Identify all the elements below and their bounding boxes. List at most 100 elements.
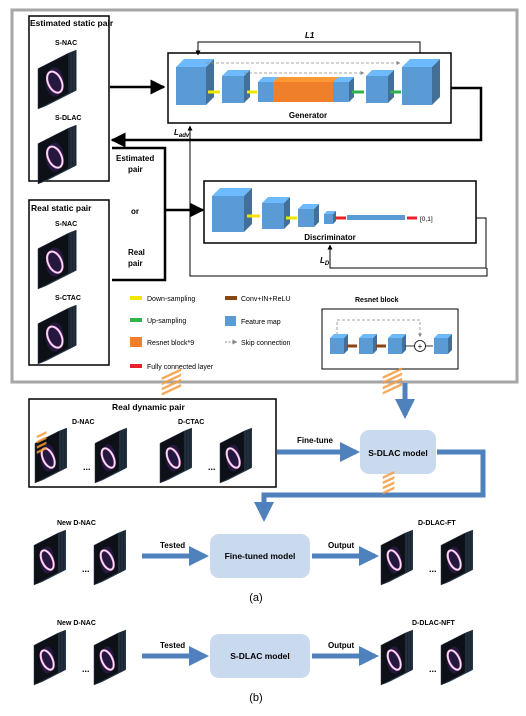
adv-feedback-line	[187, 125, 488, 277]
l1-loop	[195, 41, 421, 56]
cube-side-face	[388, 70, 394, 103]
new-d-nac-2-stack-2	[93, 629, 126, 686]
legend-feature-label: Feature map	[241, 319, 281, 326]
s-nac-label: S-NAC	[55, 40, 77, 47]
cube-front-face	[388, 338, 402, 354]
ellipsis-3: ...	[82, 564, 90, 574]
discriminator-label: Discriminator	[304, 233, 356, 242]
s-ctac-label: S-CTAC	[55, 295, 81, 302]
cube-top-face	[222, 70, 250, 76]
l1-label: L1	[305, 31, 315, 40]
real-pair-label-2: pair	[128, 259, 143, 268]
cube-top-face	[262, 197, 290, 203]
resnet-skip-line	[336, 319, 422, 338]
d-dlac-ft-stack-1	[380, 367, 413, 586]
myocardium-highlight	[46, 146, 63, 169]
fine-tune-label: Fine-tune	[297, 436, 334, 445]
cube-side-face	[244, 188, 252, 232]
ld-loop	[327, 217, 487, 269]
legend-down-label: Down-sampling	[147, 296, 195, 303]
cube-front-face	[258, 82, 274, 102]
d-ctac-stack-2	[219, 427, 252, 484]
resnet-cube-2	[359, 334, 377, 354]
cube-top-face	[212, 188, 252, 196]
cube-top-face	[273, 77, 338, 82]
disc-feature-map-1	[212, 188, 252, 232]
s-nac-2-image-stack	[37, 229, 77, 290]
cube-front-face	[176, 67, 206, 105]
cube-top-face	[324, 211, 336, 214]
real-static-pair-label: Real static pair	[31, 203, 92, 213]
generator-label: Generator	[289, 111, 327, 120]
resnet-cube-3	[388, 334, 406, 354]
hot-band	[36, 431, 47, 439]
cube-top-face	[366, 70, 394, 76]
cube-front-face	[212, 196, 244, 232]
gen-feature-map-1	[176, 59, 214, 105]
cube-top-face	[298, 204, 319, 209]
hot-band	[382, 476, 395, 485]
fine-tuned-model-box	[210, 534, 310, 578]
tested-2-label: Tested	[160, 641, 185, 650]
myocardium-highlight	[40, 549, 55, 571]
estimated-pair-label-2: pair	[128, 165, 143, 174]
myocardium-highlight	[46, 251, 63, 274]
or-label: or	[131, 207, 139, 216]
heart-glow	[226, 444, 241, 472]
hot-band	[382, 470, 395, 479]
new-d-nac-1-stack-2	[93, 529, 126, 586]
disc-feature-map-4	[324, 211, 336, 224]
gen-feature-map-5	[366, 70, 394, 103]
output-2-label: Output	[328, 641, 355, 650]
legend-conv-label: Conv+IN+ReLU	[241, 296, 290, 303]
fine-tuned-model-label: Fine-tuned model	[225, 551, 296, 561]
legend-feature-swatch	[225, 316, 236, 326]
d-dlac-nft-stack-2	[440, 629, 473, 686]
gen-resnet-block	[273, 77, 338, 102]
myocardium-highlight	[447, 549, 462, 571]
d-dlac-nft-label: D-DLAC-NFT	[412, 620, 455, 627]
s-nac-image-stack	[37, 49, 77, 110]
cube-top-face	[402, 59, 440, 67]
heart-glow	[40, 646, 55, 674]
heart-glow	[41, 444, 56, 472]
myocardium-highlight	[447, 649, 462, 671]
cube-side-face	[432, 59, 440, 105]
cube-front-face	[359, 338, 373, 354]
hot-band	[36, 441, 47, 449]
cube-side-face	[402, 334, 406, 354]
panel-b-label: (b)	[249, 692, 262, 704]
new-d-nac-1-label: New D-NAC	[57, 520, 96, 527]
myocardium-highlight	[387, 649, 402, 671]
hot-band	[161, 373, 182, 386]
cube-top-face	[388, 334, 406, 338]
cube-front-face	[333, 82, 349, 102]
cube-side-face	[448, 334, 452, 354]
heart-glow	[387, 646, 402, 674]
myocardium-highlight	[387, 549, 402, 571]
cube-side-face	[206, 59, 214, 105]
hot-band	[161, 383, 182, 396]
new-d-nac-1-stack-1	[33, 529, 66, 586]
cube-front-face	[273, 82, 333, 102]
heart-glow	[101, 444, 116, 472]
cube-side-face	[344, 334, 348, 354]
myocardium-highlight	[166, 447, 181, 469]
ellipsis-5: ...	[82, 664, 90, 674]
cube-side-face	[373, 334, 377, 354]
myocardium-highlight	[100, 649, 115, 671]
output-1-label: Output	[328, 541, 355, 550]
ld-label: LD	[320, 256, 330, 267]
output-range-label: [0,1]	[420, 216, 433, 223]
gen-feature-map-4	[333, 77, 354, 102]
hot-band	[382, 372, 403, 385]
real-pair-label-1: Real	[128, 248, 145, 257]
cube-top-face	[176, 59, 214, 67]
s-dlac-image-stack	[37, 124, 77, 185]
ellipsis-1: ...	[83, 462, 91, 472]
d-ctac-stack-1	[159, 368, 192, 484]
new-d-nac-2-stack-1	[33, 629, 66, 686]
resnet-cube-4	[434, 334, 452, 354]
hot-band	[382, 481, 395, 490]
